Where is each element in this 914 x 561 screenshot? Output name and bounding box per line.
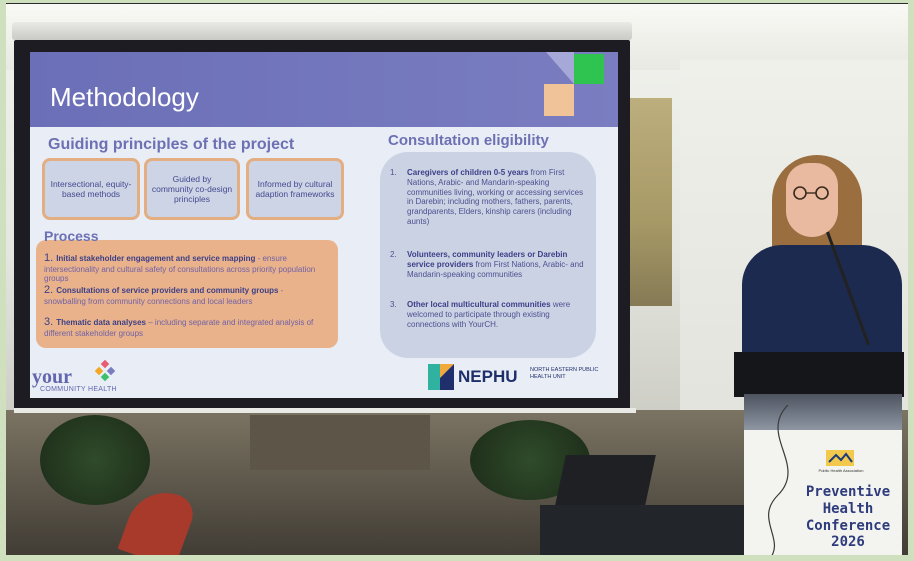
process-item: 3.Thematic data analyses – including sep… (44, 316, 324, 338)
screen-bottom-bar (14, 408, 636, 413)
process-box (36, 240, 338, 348)
presentation-slide: Methodology Guiding principles of the pr… (30, 52, 618, 398)
conference-line: Preventive (805, 484, 891, 500)
glasses-icon (793, 186, 829, 200)
podium-top (734, 352, 904, 397)
eligibility-rest: from First Nations, Arabic- and Mandarin… (407, 168, 584, 226)
process-rest: - ensure intersectionality and cultural … (44, 254, 316, 283)
eligibility-item: 1. Caregivers of children 0-5 years from… (390, 168, 588, 227)
plant-left (40, 415, 150, 505)
process-rest: - snowballing from community connections… (44, 286, 284, 306)
process-item: 1.Initial stakeholder engagement and ser… (44, 252, 324, 283)
eligibility-num: 2. (390, 250, 397, 259)
corner-green-square (574, 54, 604, 84)
conference-title: Preventive Health Conference 2026 (792, 484, 904, 551)
process-rest: – including separate and integrated anal… (44, 318, 314, 338)
projector-screen-housing (12, 22, 632, 40)
process-heading: Process (44, 228, 99, 244)
eligibility-item: 2. Volunteers, community leaders or Dare… (390, 250, 588, 279)
process-num: 2. (44, 284, 54, 296)
eligibility-rest: were welcomed to participate through exi… (407, 300, 571, 329)
bench (250, 415, 430, 470)
slide-title: Methodology (50, 82, 199, 112)
eligibility-bold: Caregivers of children 0-5 years (407, 168, 529, 177)
eligibility-rest: from First Nations, Arabic- and Mandarin… (407, 259, 584, 279)
process-item: 2.Consultations of service providers and… (44, 284, 324, 306)
desk (540, 505, 750, 561)
slide-header-bar (30, 52, 618, 127)
corner-peach-square (544, 84, 574, 116)
eligibility-heading: Consultation eligibility (388, 132, 549, 149)
corner-triangle (546, 52, 574, 84)
conference-line: Health (822, 500, 874, 517)
eligibility-num: 1. (390, 168, 397, 177)
nephu-wordmark: NEPHU (458, 367, 518, 386)
community-health-text: COMMUNITY HEALTH (40, 386, 117, 393)
conference-line: Conference (805, 517, 891, 534)
process-bold: Initial stakeholder engagement and servi… (56, 254, 256, 263)
process-bold: Thematic data analyses (56, 318, 147, 327)
process-num: 1. (44, 252, 54, 264)
nephu-logo-icon (428, 364, 454, 390)
eligibility-bold: Volunteers, community leaders or Darebin… (407, 250, 568, 269)
nephu-subtitle: NORTH EASTERN PUBLIC HEALTH UNIT (530, 367, 599, 380)
eligibility-bold: Other local multicultural communities (407, 300, 551, 309)
principle-box-3: Informed by cultural adaption frameworks (246, 158, 344, 220)
podium-band (744, 394, 902, 430)
process-num: 3. (44, 316, 54, 328)
guiding-principles-heading: Guiding principles of the project (48, 136, 295, 153)
eligibility-item: 3. Other local multicultural communities… (390, 300, 588, 329)
laptop (554, 455, 656, 510)
principle-box-2: Guided by community co-design principles (144, 158, 240, 220)
wavy-line-graphic (767, 405, 789, 561)
phaa-logo-icon (826, 450, 854, 466)
eligibility-box (380, 152, 596, 358)
top-dark-strip (0, 0, 914, 4)
eligibility-num: 3. (390, 300, 397, 309)
your-community-health-logo: your (32, 366, 72, 388)
process-bold: Consultations of service providers and c… (56, 286, 279, 295)
diamond-logo-icon (94, 360, 116, 382)
speaker-face (786, 163, 838, 237)
conference-line: 2026 (831, 534, 865, 551)
association-name: Public Health Association (818, 468, 864, 473)
principle-box-1: Intersectional, equity-based methods (42, 158, 140, 220)
